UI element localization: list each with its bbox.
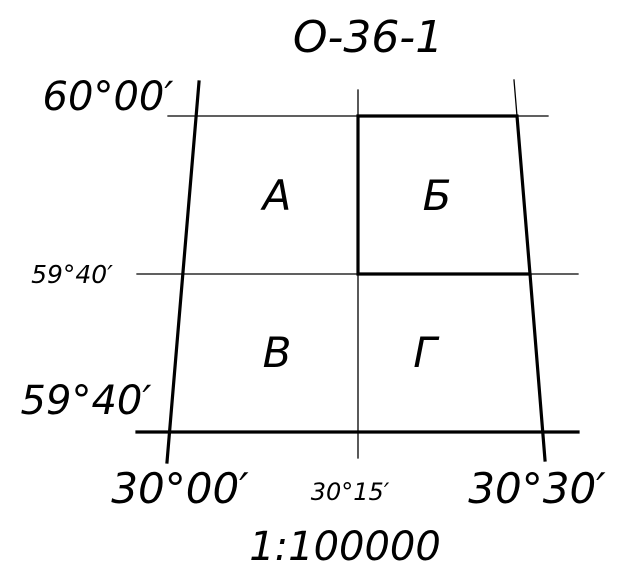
longitude-left-label: 30°00′: [111, 464, 249, 513]
map-scale-label: 1:100000: [249, 524, 441, 570]
quadrant-g-label: Г: [413, 328, 440, 377]
quadrant-v-label: В: [263, 328, 292, 377]
right-meridian-line: [528, 272, 547, 462]
sheet-nomenclature: O-36-1: [293, 12, 443, 63]
quadrant-a-label: А: [260, 171, 292, 220]
quadrant-b-label: Б: [423, 171, 452, 220]
longitude-middle-label: 30°15′: [311, 478, 390, 506]
left-meridian-line: [165, 80, 201, 464]
latitude-middle-label: 59°40′: [31, 260, 113, 289]
longitude-right-label: 30°30′: [468, 464, 606, 513]
right-meridian-upper-line: [513, 79, 518, 117]
latitude-bottom-label: 59°40′: [21, 378, 152, 424]
latitude-top-label: 60°00′: [43, 74, 174, 120]
highlighted-quadrant-outline: [356, 114, 532, 276]
